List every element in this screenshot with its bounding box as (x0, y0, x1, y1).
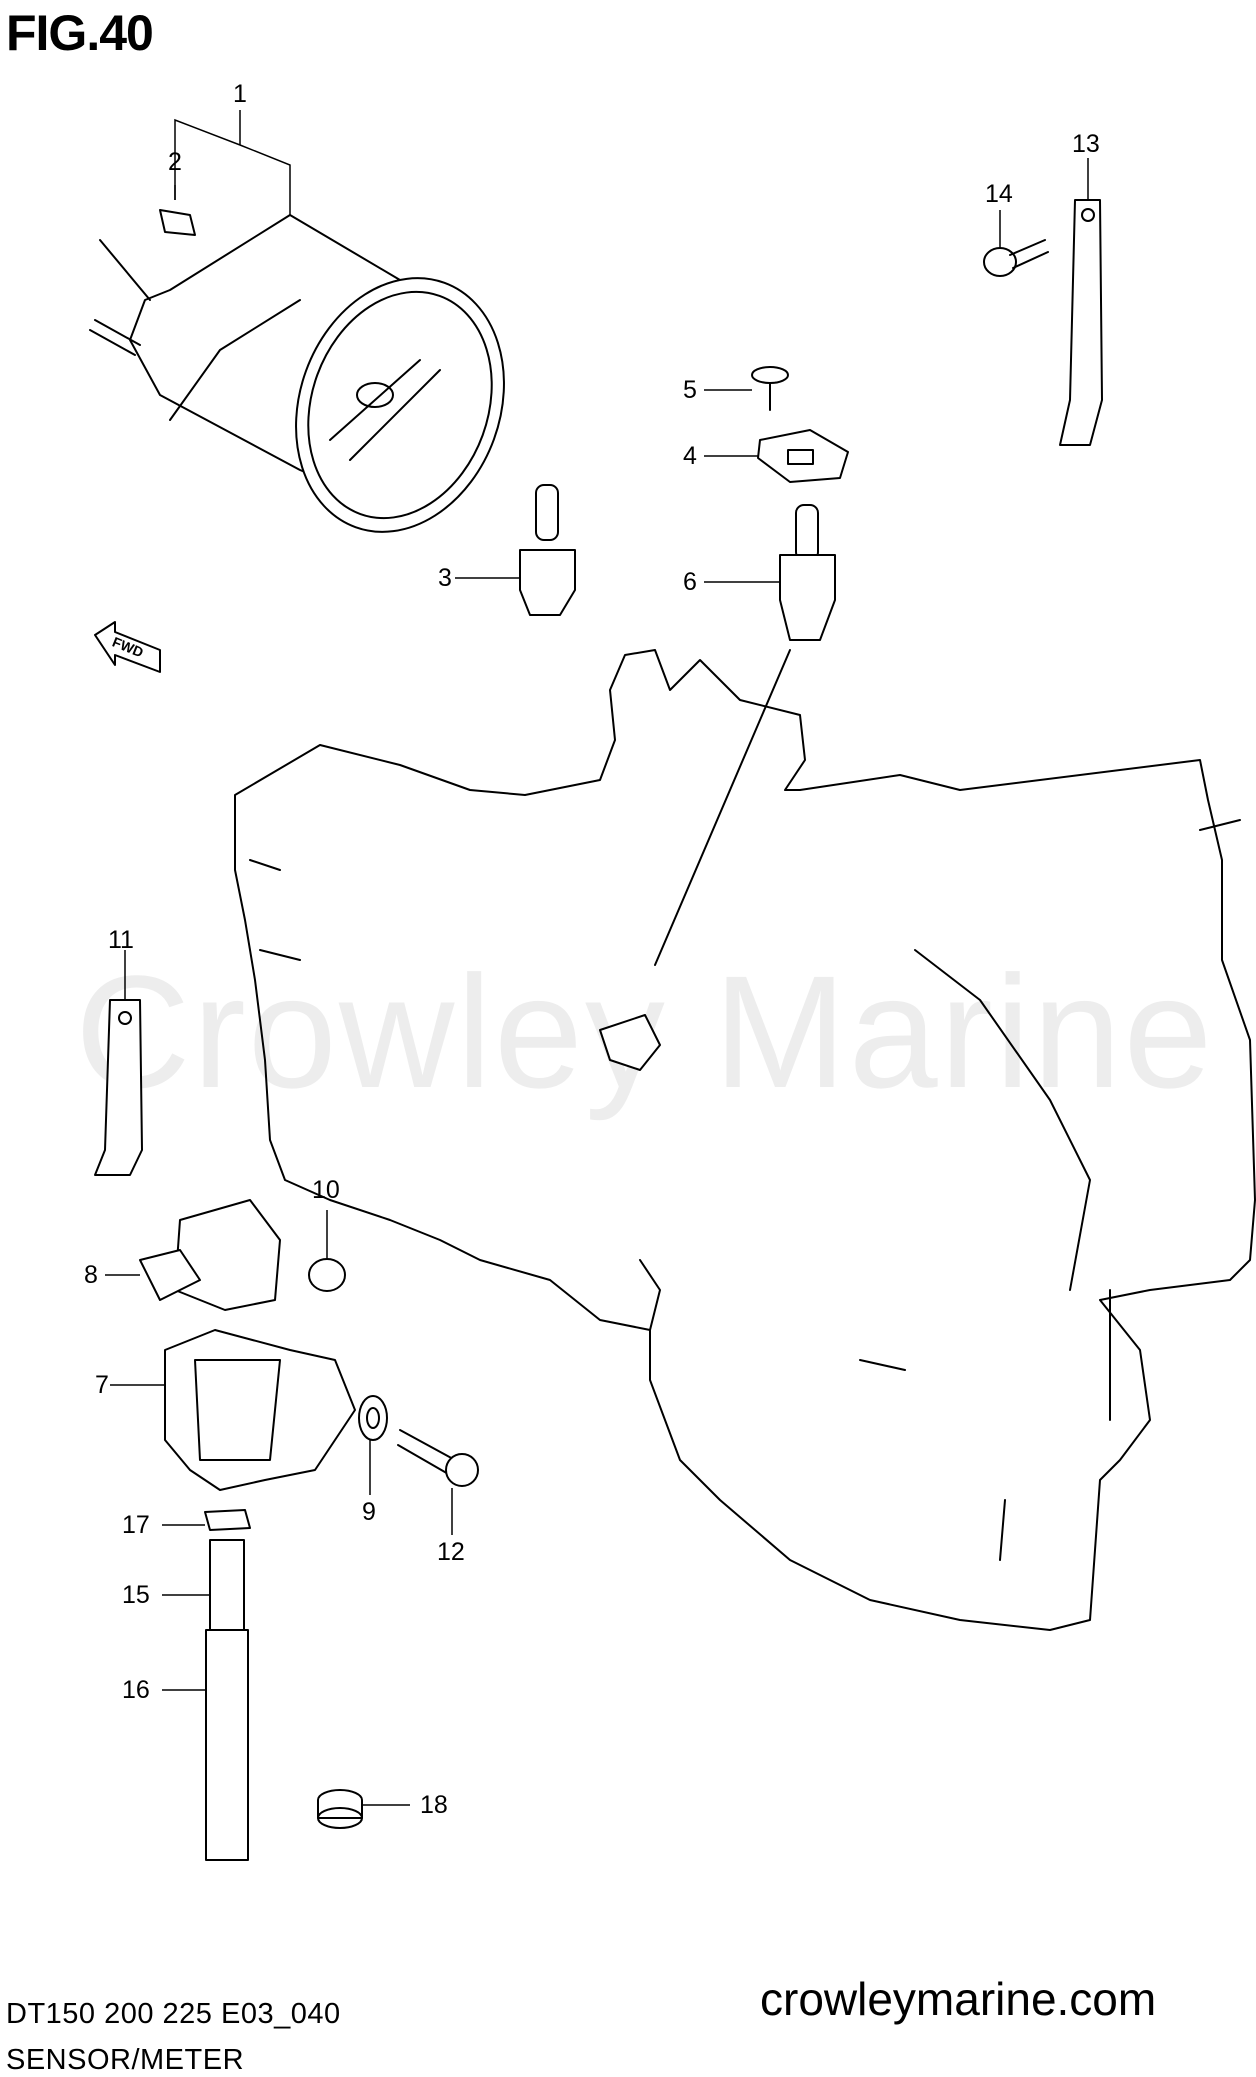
callout-5: 5 (683, 376, 697, 404)
callout-15: 15 (122, 1581, 150, 1609)
meter-gauge (89, 209, 505, 533)
callout-9: 9 (362, 1498, 376, 1526)
callout-1: 1 (233, 80, 247, 108)
callout-12: 12 (437, 1538, 465, 1566)
model-code: DT150 200 225 E03_040 (6, 1998, 341, 2030)
sensor-housing-8 (139, 1199, 281, 1311)
sensor-wire (654, 649, 791, 966)
engine-block-outline (234, 649, 1256, 1631)
callout-13: 13 (1072, 130, 1100, 158)
callout-14: 14 (985, 180, 1013, 208)
hose-assembly (204, 1509, 251, 1861)
section-name: SENSOR/METER (6, 2044, 245, 2076)
callout-2: 2 (168, 148, 182, 176)
leader-lines (105, 110, 1089, 1806)
figure-title: FIG.40 (6, 5, 154, 61)
callout-11: 11 (108, 926, 134, 954)
bolt-12 (397, 1429, 479, 1487)
callout-16: 16 (122, 1676, 150, 1704)
washer-9 (358, 1395, 388, 1441)
fwd-arrow-icon (94, 621, 161, 673)
sensor-6 (779, 504, 836, 641)
callout-3: 3 (438, 564, 452, 592)
strap-13 (1059, 199, 1103, 446)
callout-7: 7 (95, 1371, 109, 1399)
grommet-10 (308, 1258, 346, 1292)
strap-11 (94, 999, 143, 1176)
screw-5 (751, 366, 789, 411)
sensor-tip (599, 1014, 661, 1071)
grommet-18 (317, 1789, 363, 1829)
bolt-14 (983, 239, 1049, 277)
callout-4: 4 (683, 442, 697, 470)
plate-4 (757, 429, 849, 483)
website-text: crowleymarine.com (760, 1973, 1157, 2025)
callout-17: 17 (122, 1511, 150, 1539)
callout-10: 10 (312, 1176, 340, 1204)
callout-18: 18 (420, 1791, 448, 1819)
callout-6: 6 (683, 568, 697, 596)
bracket-7 (164, 1329, 356, 1491)
callout-8: 8 (84, 1261, 98, 1289)
sensor-3 (519, 484, 576, 616)
